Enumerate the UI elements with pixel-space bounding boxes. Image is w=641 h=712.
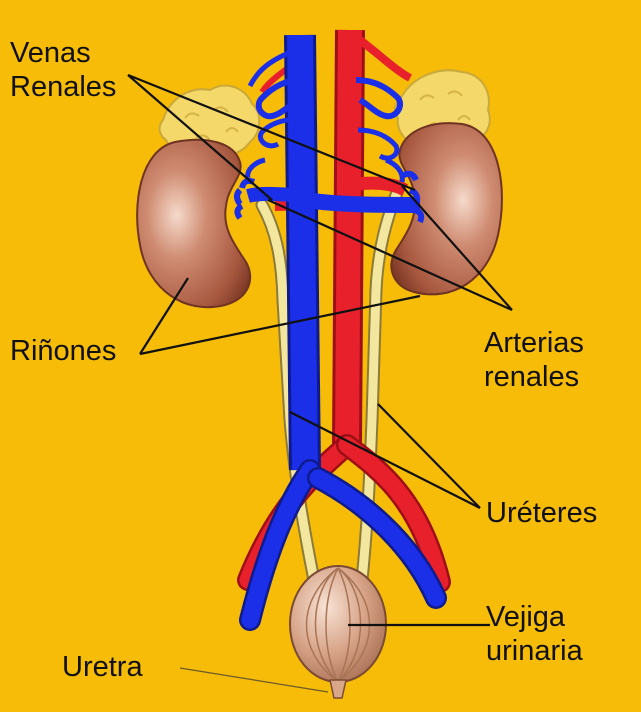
urinary-bladder: [289, 565, 387, 699]
label-venas-renales-line1: Venas: [10, 37, 91, 69]
leader-lines: [127, 73, 513, 693]
label-rinones: Riñones: [10, 335, 117, 367]
label-vejiga-urinaria: Vejiga urinaria: [486, 600, 583, 668]
label-arterias-renales-line2: renales: [484, 361, 580, 393]
vena-cava: [234, 34, 447, 631]
label-ureteres: Uréteres: [486, 497, 598, 529]
kidney-right: [390, 122, 503, 296]
label-vejiga-line1: Vejiga: [486, 601, 566, 633]
kidney-left: [136, 138, 252, 309]
adrenal-gland-left: [158, 84, 261, 158]
label-venas-renales-line2: Renales: [10, 71, 117, 103]
label-arterias-renales-line1: Arterias: [484, 327, 584, 359]
label-vejiga-line2: urinaria: [486, 635, 583, 667]
adrenal-vessels: [245, 47, 405, 183]
label-uretra: Uretra: [62, 651, 143, 683]
label-venas-renales: Venas Renales: [10, 36, 116, 104]
label-arterias-renales: Arterias renales: [484, 326, 584, 394]
